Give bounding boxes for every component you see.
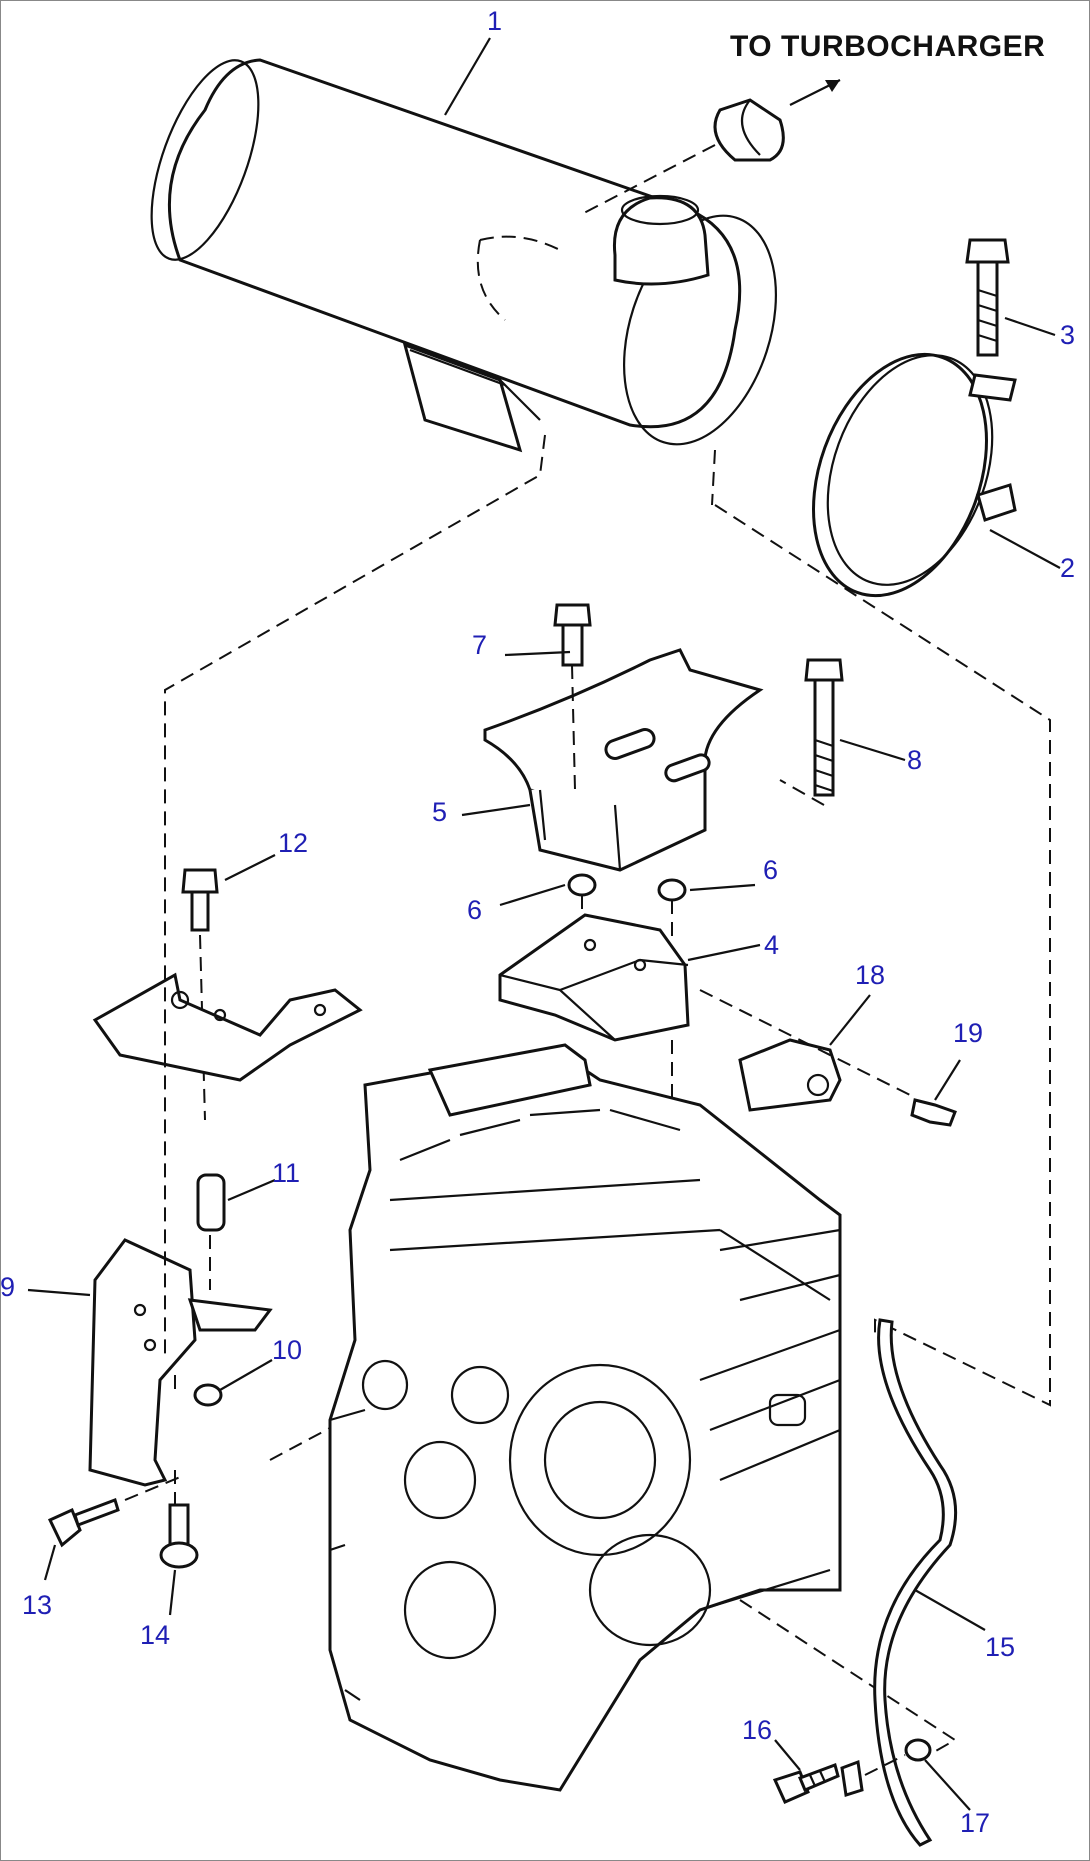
- bolt-part-16: [772, 1763, 840, 1804]
- nut-part-10: [193, 1383, 223, 1407]
- callout-12: 12: [278, 828, 309, 858]
- callout-16: 16: [742, 1715, 773, 1745]
- callout-7: 7: [472, 630, 488, 660]
- callout-4: 4: [764, 930, 780, 960]
- bolt-part-12: [181, 868, 219, 1121]
- callout-11: 11: [272, 1158, 301, 1188]
- saddle-bracket-part-5: [483, 648, 764, 872]
- lower-bracket-part-9: [88, 1238, 273, 1530]
- leader-lines: [27, 37, 1061, 1811]
- clip-part-17: [840, 1738, 932, 1797]
- callout-10: 10: [272, 1335, 303, 1365]
- callout-13: 13: [22, 1590, 53, 1620]
- callout-6-right: 6: [763, 855, 779, 885]
- bolt-part-8: [779, 658, 844, 806]
- bolt-part-13: [47, 1474, 186, 1548]
- callout-14: 14: [140, 1620, 171, 1650]
- callout-5: 5: [432, 797, 448, 827]
- bolt-part-3: [965, 238, 1010, 357]
- callout-17: 17: [960, 1808, 991, 1838]
- pipe-part-15: [873, 1318, 958, 1847]
- spacer-part-11: [196, 1173, 226, 1290]
- callout-8: 8: [907, 745, 923, 775]
- callout-2: 2: [1060, 553, 1076, 583]
- nuts-part-6: [567, 873, 687, 940]
- callout-19: 19: [953, 1018, 984, 1048]
- bolt-part-14: [159, 1503, 199, 1569]
- callout-15: 15: [985, 1632, 1016, 1662]
- muffler-part-1: [150, 58, 778, 506]
- bracket-part-18: [699, 989, 911, 1112]
- upper-bracket: [92, 972, 363, 1082]
- band-strap-part-2: [812, 352, 1017, 598]
- callout-1: 1: [487, 6, 503, 36]
- callout-3: 3: [1060, 320, 1076, 350]
- bolt-part-19: [910, 1098, 957, 1127]
- callout-6-left: 6: [467, 895, 483, 925]
- callout-18: 18: [855, 960, 886, 990]
- callout-9: 9: [0, 1272, 16, 1302]
- mount-bracket-part-4: [498, 913, 690, 1230]
- engine-block: [328, 1043, 842, 1792]
- outlet-clamp: [579, 79, 841, 216]
- turbocharger-heading: TO TURBOCHARGER: [730, 30, 1046, 63]
